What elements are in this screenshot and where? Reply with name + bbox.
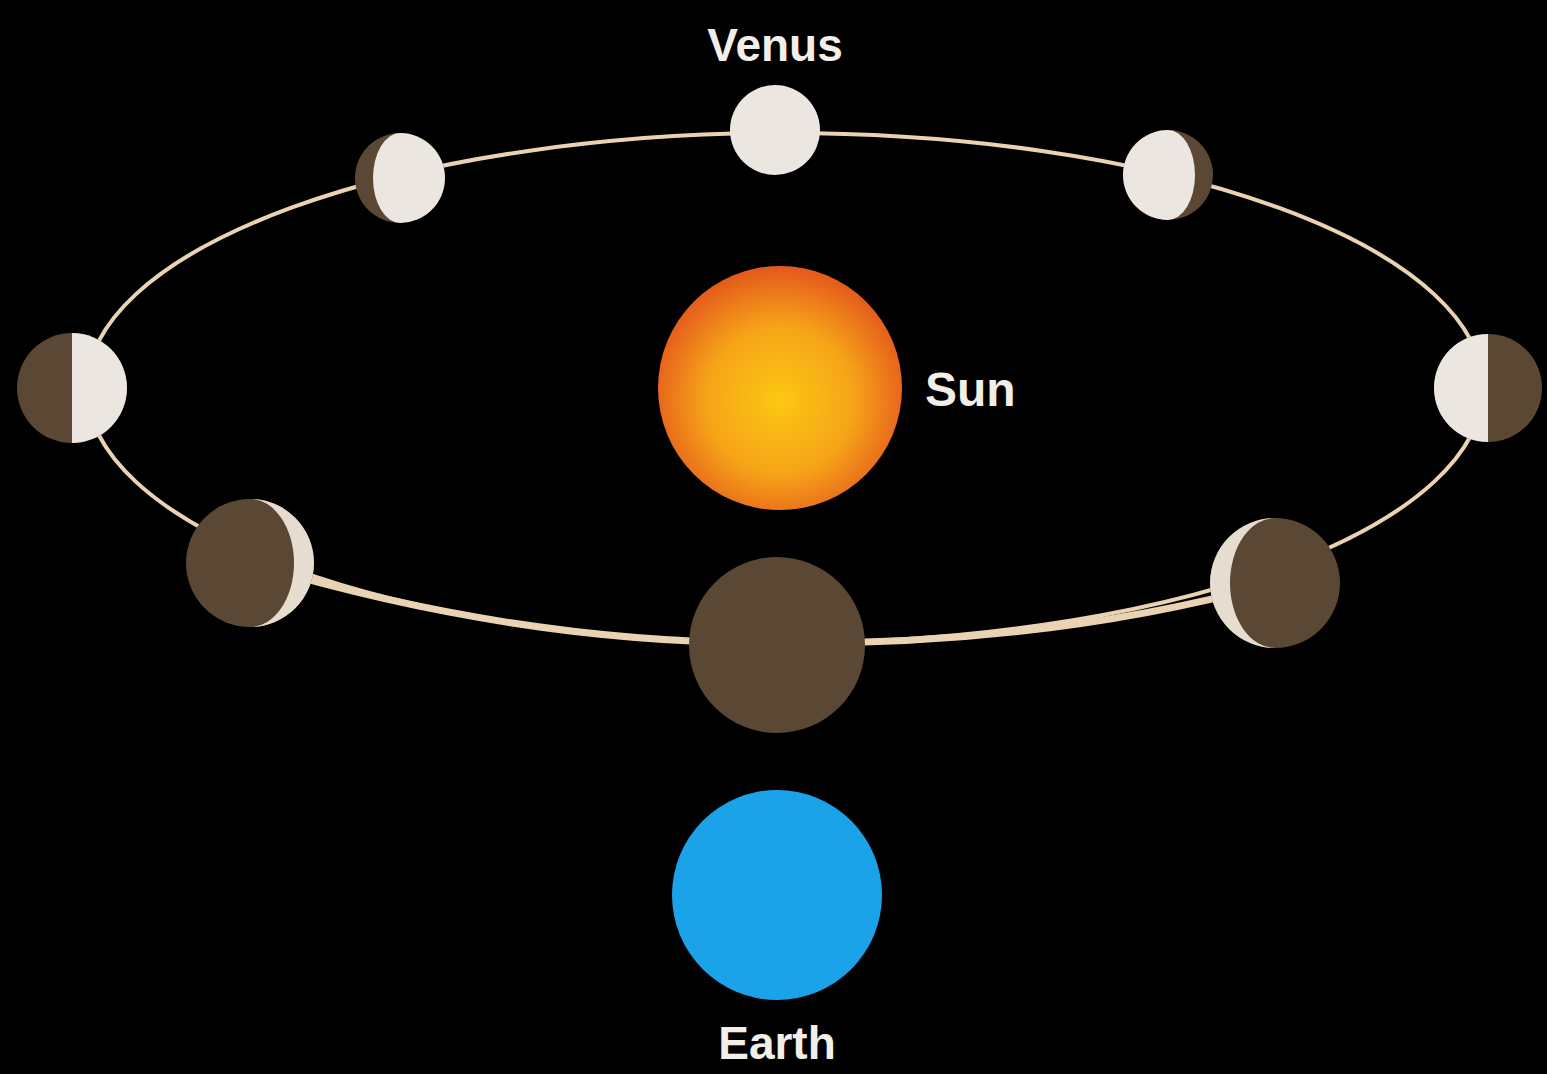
venus-disk	[730, 85, 820, 175]
venus-phase-new	[689, 557, 865, 733]
venus-dark-side	[186, 499, 314, 627]
venus-phase-half-left	[17, 333, 127, 443]
venus-phase-crescent-left	[186, 499, 314, 627]
planet-label: Sun	[925, 366, 1016, 414]
planet-label: Venus	[707, 22, 843, 68]
venus-lit-side	[373, 133, 445, 223]
earth-disk	[672, 790, 882, 1000]
venus-phase-gibbous-right	[1123, 130, 1213, 220]
venus-dark-side	[689, 557, 865, 733]
venus-lit-side	[1123, 130, 1195, 220]
venus-phase-crescent-right	[1210, 518, 1340, 648]
venus-dark-side	[17, 333, 127, 443]
venus-dark-side	[1210, 518, 1340, 648]
venus-lit-side	[72, 333, 127, 443]
venus-phase-gibbous-left	[355, 133, 445, 223]
venus-lit-side	[250, 499, 314, 627]
venus-phase-full	[730, 85, 820, 175]
venus-dark-side	[1434, 334, 1542, 442]
sun-disk	[658, 266, 902, 510]
venus-lit-side	[1210, 518, 1275, 648]
venus-dark-side	[355, 133, 445, 223]
planet-label: Earth	[718, 1020, 836, 1066]
venus-dark-side	[1123, 130, 1213, 220]
venus-phase-half-right	[1434, 334, 1542, 442]
venus-lit-side	[1434, 334, 1488, 442]
